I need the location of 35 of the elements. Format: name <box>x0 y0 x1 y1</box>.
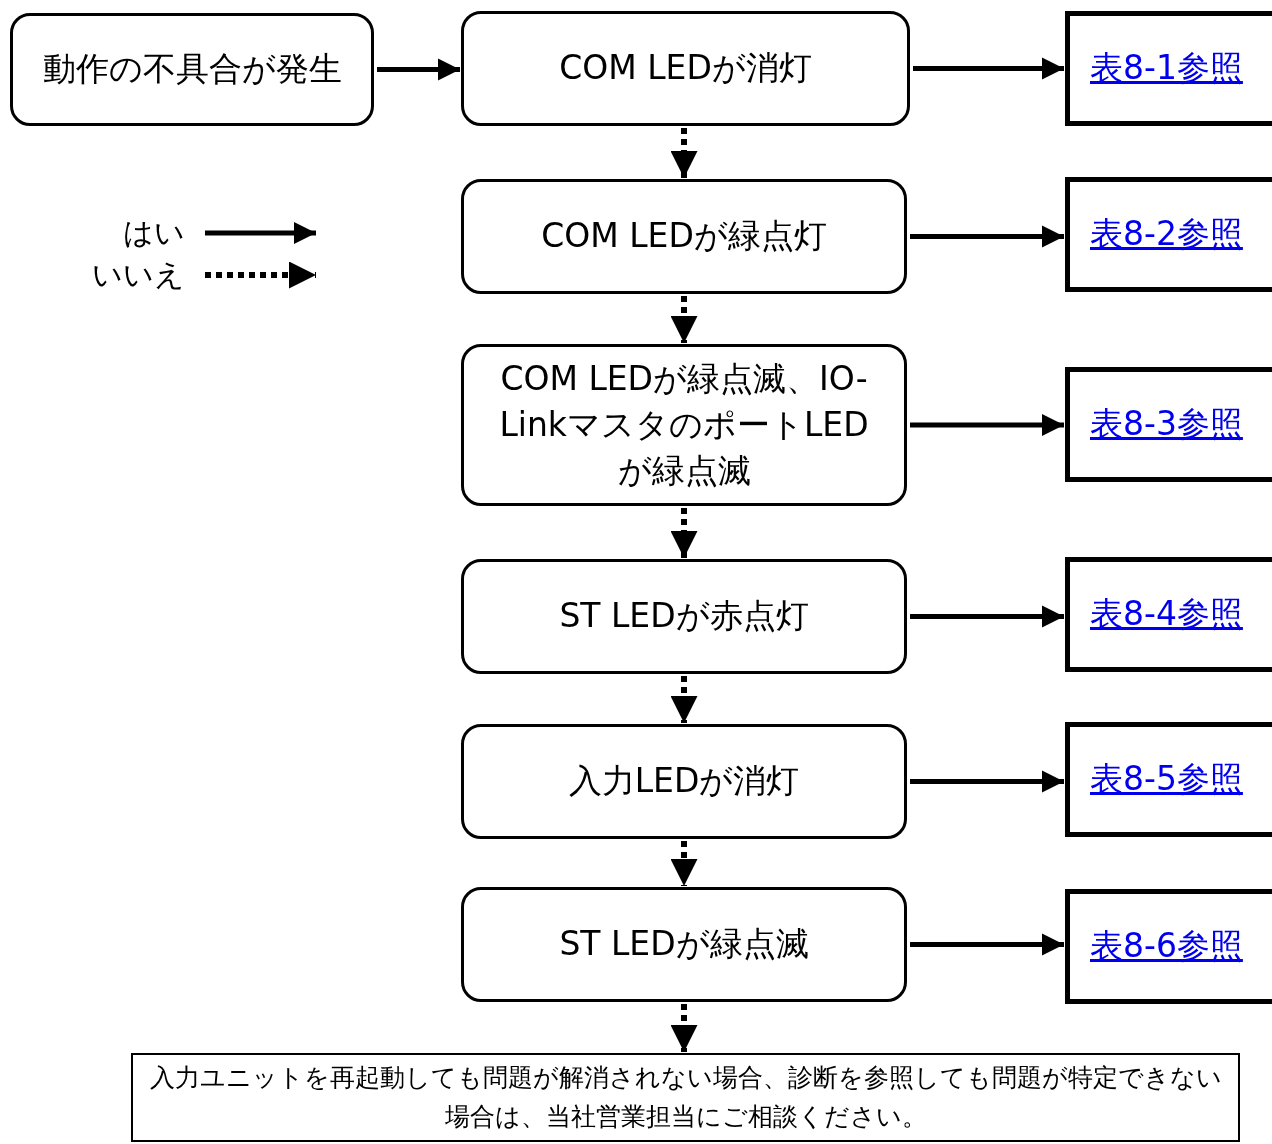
arrow <box>910 770 1064 793</box>
reference-link: 表8-2参照 <box>1090 213 1243 255</box>
arrow <box>670 841 698 886</box>
reference-box <box>1065 177 1272 292</box>
reference-box <box>1065 367 1272 482</box>
arrow <box>670 508 698 558</box>
process-box: COM LEDが緑点滅、IO-LinkマスタのポートLEDが緑点滅 <box>461 344 907 506</box>
reference-box <box>1065 889 1272 1004</box>
arrow <box>910 225 1064 248</box>
reference-link: 表8-3参照 <box>1090 403 1243 445</box>
arrow <box>913 57 1064 80</box>
arrow <box>910 605 1064 628</box>
reference-box <box>1065 722 1272 837</box>
legend-label: はい <box>122 214 185 252</box>
process-box: 入力LEDが消灯 <box>461 724 907 839</box>
process-box: COM LEDが消灯 <box>461 11 910 126</box>
reference-box <box>1065 557 1272 672</box>
arrow <box>910 933 1064 956</box>
arrow <box>910 413 1064 437</box>
arrow <box>670 296 698 343</box>
process-box: ST LEDが赤点灯 <box>461 559 907 674</box>
legend-label: いいえ <box>91 256 185 294</box>
reference-link: 表8-6参照 <box>1090 925 1243 967</box>
start-box: 動作の不具合が発生 <box>10 13 374 126</box>
reference-link: 表8-4参照 <box>1090 593 1243 635</box>
process-box: COM LEDが緑点灯 <box>461 179 907 294</box>
arrow <box>377 58 460 81</box>
note-box: 入力ユニットを再起動しても問題が解消されない場合、診断を参照しても問題が特定できない場合は、当社営業担当にご相談ください。 <box>131 1053 1240 1142</box>
arrow <box>670 676 698 723</box>
reference-link: 表8-1参照 <box>1090 47 1243 89</box>
reference-box <box>1065 11 1272 126</box>
arrow <box>670 1004 698 1052</box>
arrow <box>670 128 698 178</box>
process-box: ST LEDが緑点滅 <box>461 887 907 1002</box>
reference-link: 表8-5参照 <box>1090 758 1243 800</box>
